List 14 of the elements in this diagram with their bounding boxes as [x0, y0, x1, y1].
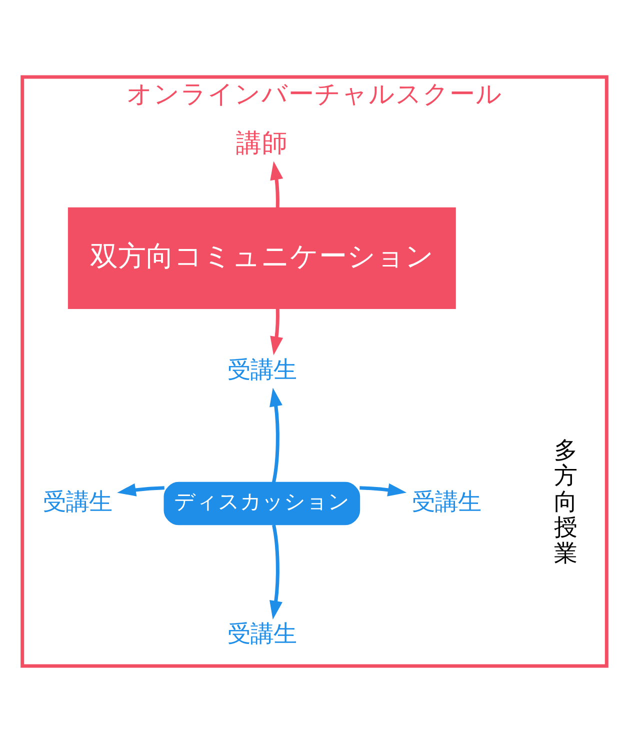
node-text: 受講生 [412, 487, 482, 516]
arrow [270, 524, 282, 620]
arrow [270, 161, 284, 208]
node-text: 受講生 [227, 619, 296, 648]
node-box: 双方向コミュニケーション [68, 207, 456, 309]
node-text: 講師 [236, 128, 288, 158]
arrow [117, 483, 164, 496]
arrow [270, 388, 282, 483]
arrow [270, 308, 284, 356]
node-text: 受講生 [42, 487, 112, 516]
node-box: ディスカッション [164, 482, 360, 526]
node-text: 受講生 [227, 355, 296, 384]
arrow [360, 483, 407, 496]
label: 多方向授業 [554, 436, 578, 567]
